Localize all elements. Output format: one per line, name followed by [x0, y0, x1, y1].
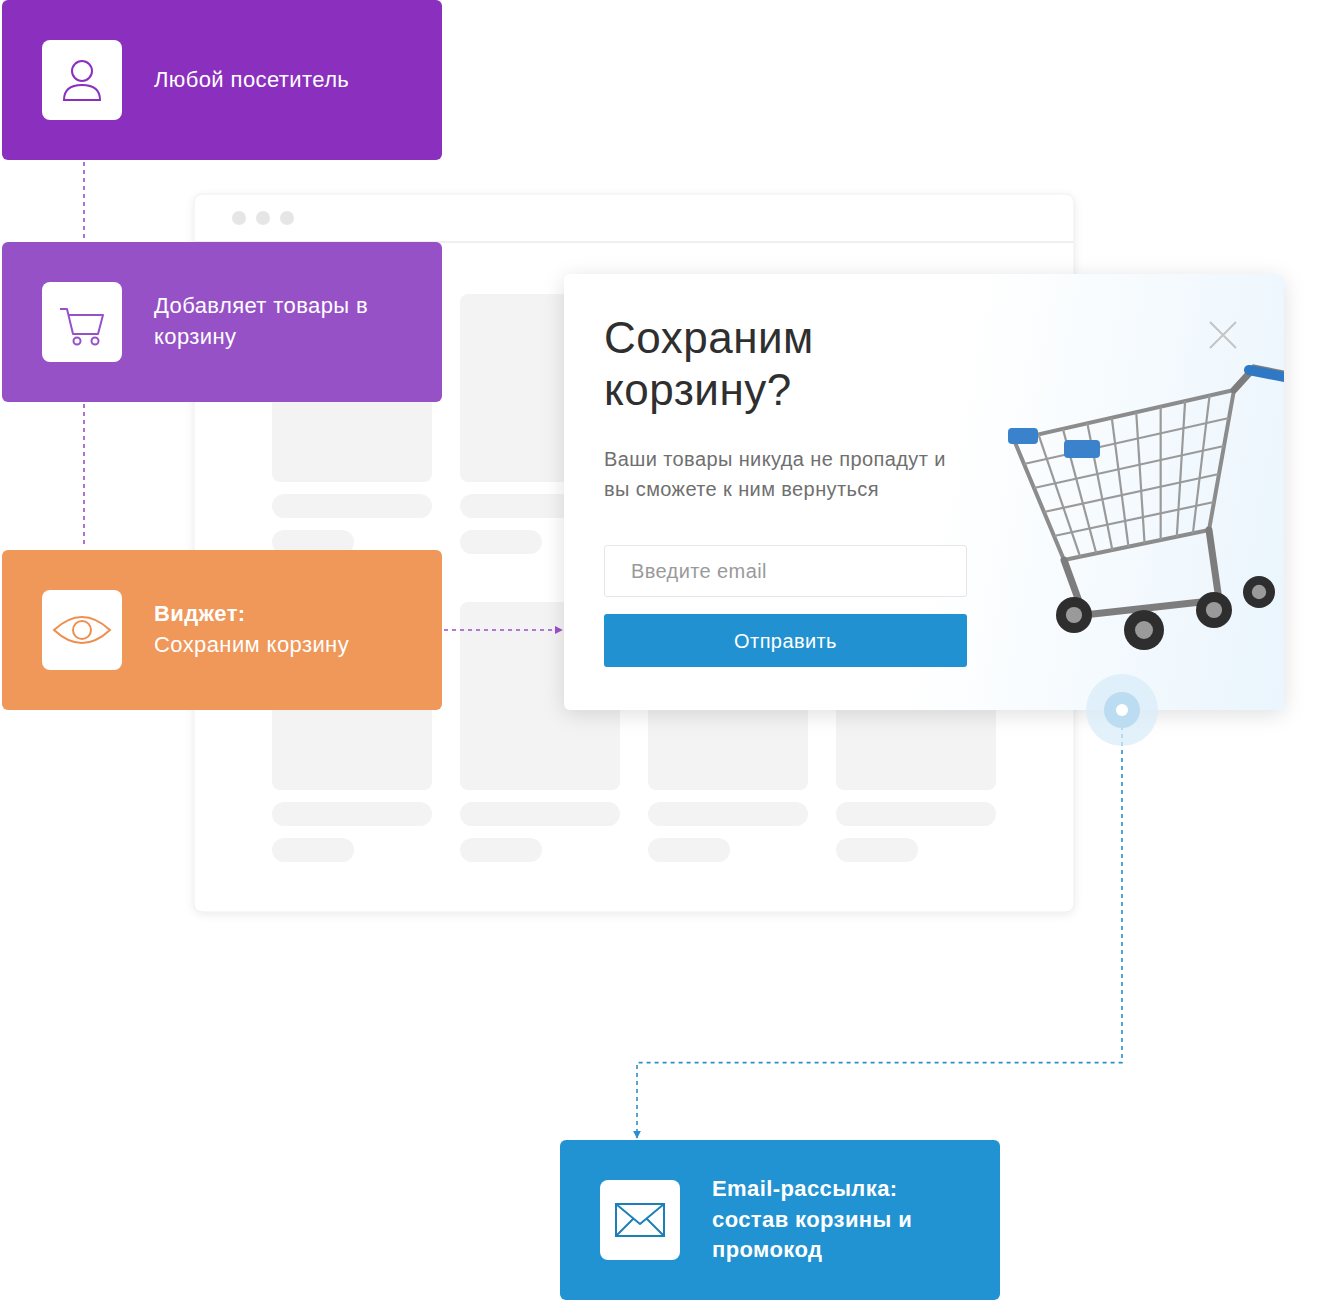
step-icon [600, 1180, 680, 1260]
step-icon [42, 40, 122, 120]
dashed-connector [637, 710, 1122, 1138]
step-label: Добавляет товары в корзину [154, 291, 404, 353]
step-body: состав корзины и промокод [712, 1205, 972, 1267]
step-label: Виджет: [154, 599, 418, 630]
step-box: Любой посетитель [2, 0, 442, 160]
popup-title: Сохраним корзину? [604, 312, 934, 416]
input-placeholder: Введите email [631, 557, 767, 585]
popup-widget: Введите emailОтправить Сохраним корзину? В… [564, 274, 1284, 710]
cart-illustration [1008, 368, 1284, 650]
email-step-box: Email-рассылка:состав корзины и промокод [560, 1140, 1000, 1300]
dashed-connector [83, 162, 85, 240]
button-label: Отправить [734, 627, 837, 655]
step-icon [42, 282, 122, 362]
popup-subtitle: Ваши товары никуда не пропадут и вы смож… [604, 444, 976, 504]
email-input: Введите email [604, 545, 967, 597]
step-label: Email-рассылка: [712, 1174, 976, 1205]
close-icon [1210, 322, 1236, 348]
submit-button: Отправить [604, 614, 967, 667]
dashed-connector [83, 404, 85, 548]
step-box: Добавляет товары в корзину [2, 242, 442, 402]
step-label: Любой посетитель [154, 65, 418, 96]
step-icon [42, 590, 122, 670]
widget-step-box: Виджет:Сохраним корзину [2, 550, 442, 710]
step-body: Сохраним корзину [154, 630, 418, 661]
dashed-connector [444, 629, 562, 631]
